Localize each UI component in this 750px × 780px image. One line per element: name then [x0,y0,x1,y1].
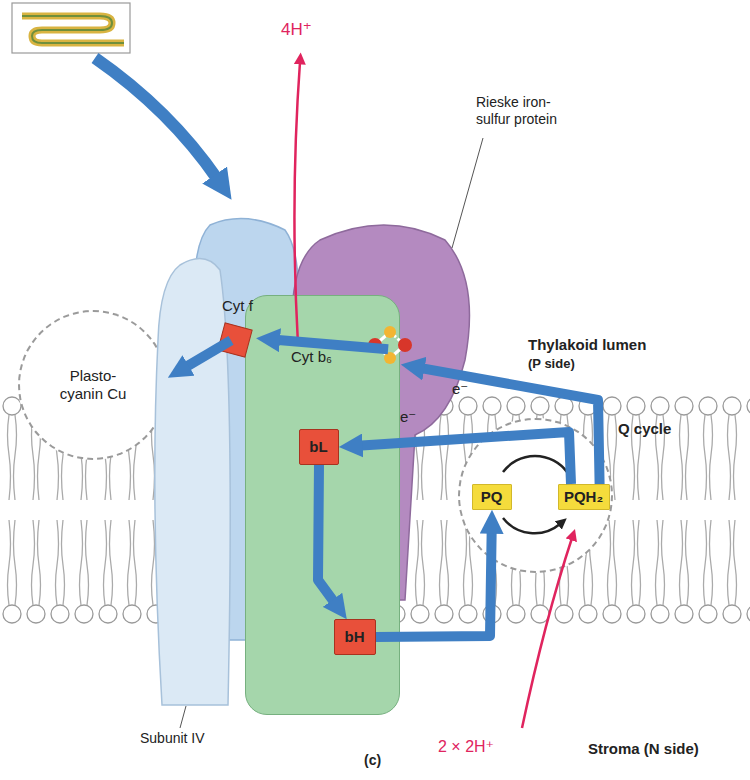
panel-label: (c) [364,752,381,769]
label-holder: Thylakoid lumen [528,336,646,354]
electron-arrow [184,340,231,368]
protein-subunit-outline [155,259,230,705]
edge-label-holder: e⁻ [400,408,416,426]
electron-label: e⁻ [452,380,468,398]
label-holder: 2 × 2H⁺ [438,737,494,756]
node-label: bH [345,628,365,646]
electron-arrow [275,340,388,349]
electron-arrow [358,432,571,484]
node-label: Rieske iron- sulfur protein [476,94,580,128]
node-label: Plasto- cyanin Cu [57,367,129,403]
quinone-box: PQH₂ [558,484,610,510]
region-label: (P side) [528,356,575,372]
electron-arrow [376,529,492,637]
proton-label: 2 × 2H⁺ [438,737,494,756]
thylakoid-inset-core [22,16,124,43]
node-label: PQ [481,488,503,506]
protein-subunit-shape [150,250,235,705]
heme-box: bL [299,429,339,465]
electron-arrow [318,465,335,604]
node-label: Q cycle [618,420,671,438]
leader-line [452,138,483,248]
protein-circle: Plasto- cyanin Cu [18,310,168,460]
region-label: Thylakoid lumen [528,336,646,354]
node-label: bL [309,438,327,456]
protein-subunit: Subunit IV [150,250,235,705]
leader-line [180,706,186,728]
label-holder: 4H⁺ [281,20,312,40]
quinone-box: PQ [472,484,512,510]
edge-label-holder: e⁻ [452,380,468,398]
node-label: Subunit IV [140,730,205,747]
q-cycle-loop [503,456,567,472]
thylakoid-inset [22,16,124,43]
label-holder: Stroma (N side) [588,740,699,758]
q-cycle-loop [503,518,560,533]
label-holder: (P side) [528,356,575,372]
node-label: Cyt b₆ [291,348,332,366]
electron-label: e⁻ [400,408,416,426]
proton-label: 4H⁺ [281,20,312,40]
region-label: Stroma (N side) [588,740,699,758]
node-label: Cyt f [222,297,253,315]
inset-frame [12,3,130,53]
heme-box: bH [334,619,376,655]
label-holder: (c) [364,752,381,769]
node-label: PQH₂ [564,488,603,506]
inset-arrow [95,58,218,180]
proton-arrow [522,538,572,728]
proton-arrow [294,62,300,345]
